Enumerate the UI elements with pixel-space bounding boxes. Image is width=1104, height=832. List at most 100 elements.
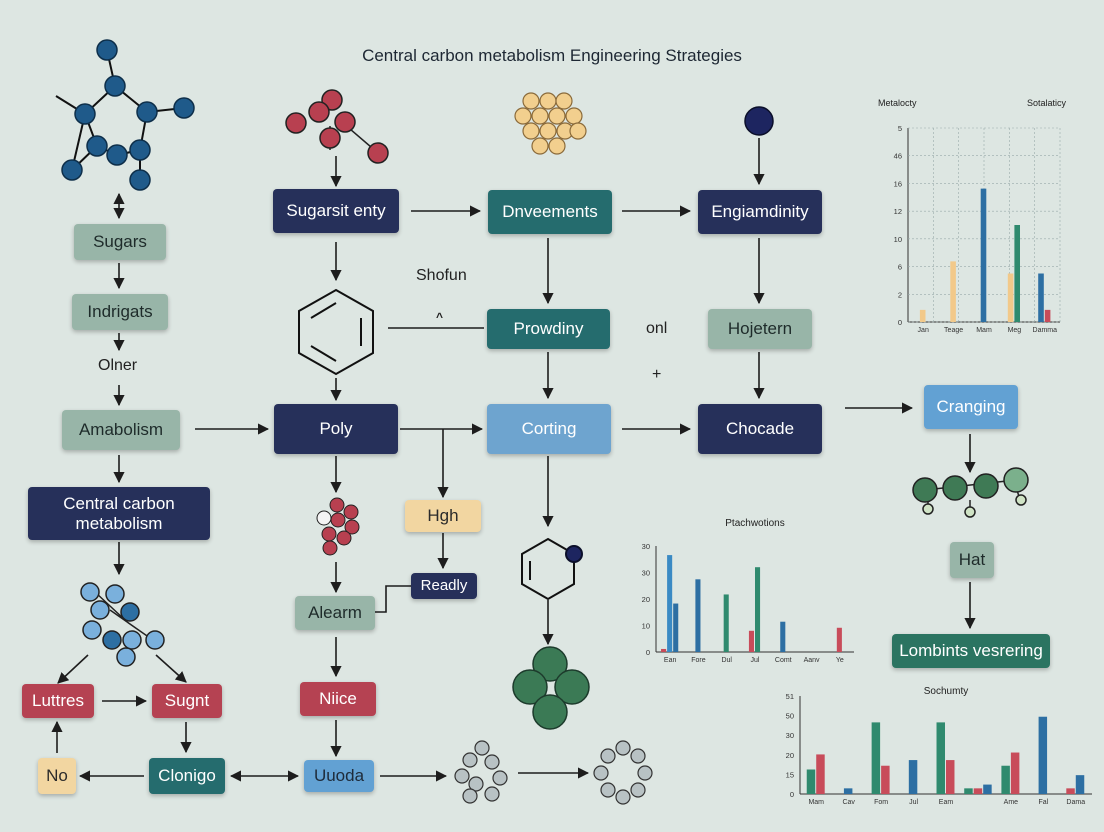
node-dnveements: Dnveements [488,190,612,234]
bar [1066,788,1075,794]
node-lombints-vesrering: Lombints vesrering [892,634,1050,668]
bar [871,722,881,794]
label-plus: + [652,366,662,383]
bar [695,579,701,652]
bar [983,784,992,794]
molecule-red-small-icon [316,497,360,556]
node-hgh: Hgh [405,500,481,532]
y-tick-label: 20 [786,751,794,760]
node-hat: Hat [950,542,994,578]
y-tick-label: 5 [898,124,902,133]
bar [780,621,786,652]
node-prowdiny: Prowdiny [487,309,610,349]
molecule-blue-cluster-icon [80,582,165,667]
y-tick-label: 0 [646,648,650,657]
x-tick-label: Mam [976,327,992,334]
bar [1038,716,1048,794]
node-niice: Niice [300,682,376,716]
molecule-green-cluster-icon [512,646,590,730]
bar [1007,273,1014,322]
bar [1038,273,1044,322]
bar [836,627,842,652]
y-tick-label: 10 [642,622,650,631]
y-tick-label: 46 [894,152,902,161]
x-tick-label: Meg [1008,327,1022,334]
bar [723,594,729,652]
node-engiamdinity: Engiamdinity [698,190,822,234]
label-caret: ^ [436,310,444,324]
node-no: No [38,758,76,794]
node-cranging: Cranging [924,385,1018,429]
molecule-red-cluster-icon [285,89,389,164]
bar [748,630,754,652]
node-readly: Readly [411,573,477,599]
y-tick-label: 12 [894,207,902,216]
molecule-peach-cluster-icon [514,92,587,155]
bar [1044,309,1051,322]
bar [667,555,673,652]
y-tick-label: 0 [790,790,794,799]
node-chocade: Chocade [698,404,822,454]
y-tick-label: 16 [894,179,902,188]
node-corting: Corting [487,404,611,454]
y-tick-label: 0 [898,318,902,327]
x-tick-label: Teage [944,327,963,334]
node-sugnt: Sugnt [152,684,222,718]
x-tick-label: Comt [775,657,792,662]
bar [1075,775,1085,794]
diagram-title: Central carbon metabolism Engineering St… [362,46,742,65]
node-central-carbon-metabolism: Central carbon metabolism [28,487,210,540]
bar [755,567,761,652]
x-tick-label: Eam [939,799,954,806]
y-tick-label: 30 [642,542,650,551]
x-tick-label: Cav [842,799,855,806]
node-amabolism: Amabolism [62,410,180,450]
bar [950,261,956,322]
molecule-pentagon-icon [55,39,195,191]
label-shofun: Shofun [416,267,467,284]
node-hojetern: Hojetern [708,309,812,349]
y-tick-label: 10 [894,235,902,244]
molecule-grey-ring-icon [454,740,508,804]
bar [881,765,890,794]
y-tick-label: 20 [642,595,650,604]
ring-atom-icon [521,537,583,601]
label-onl: onl [646,320,668,337]
bar [936,722,945,794]
bar [1001,765,1010,794]
atom-navy-icon [744,106,774,136]
legend-entry: Metalocty [878,98,917,108]
node-sugars: Sugars [74,224,166,260]
bar [908,760,918,794]
x-tick-label: Jul [751,657,760,662]
bar [1014,225,1020,322]
x-tick-label: Fal [1038,799,1048,806]
x-tick-label: Dul [721,657,732,662]
bar [673,603,679,652]
y-tick-label: 51 [786,692,794,701]
y-tick-label: 6 [898,263,902,272]
x-tick-label: Damma [1033,327,1058,334]
x-tick-label: Jul [909,799,918,806]
chart-title: Sochumty [924,686,968,697]
node-sugarsit-enty: Sugarsit enty [273,189,399,233]
label-olner: Olner [98,357,138,374]
y-tick-label: 30 [642,569,650,578]
bar [1010,752,1020,794]
node-clonigo: Clonigo [149,758,225,794]
node-uuoda: Uuoda [304,760,374,792]
benzene-ring-icon [298,288,374,376]
x-tick-label: Ean [664,657,677,662]
bar [980,188,987,322]
x-tick-label: Fore [691,657,706,662]
y-tick-label: 30 [786,731,794,740]
bar [843,788,853,794]
y-tick-label: 15 [786,770,794,779]
x-tick-label: Fom [874,799,888,806]
